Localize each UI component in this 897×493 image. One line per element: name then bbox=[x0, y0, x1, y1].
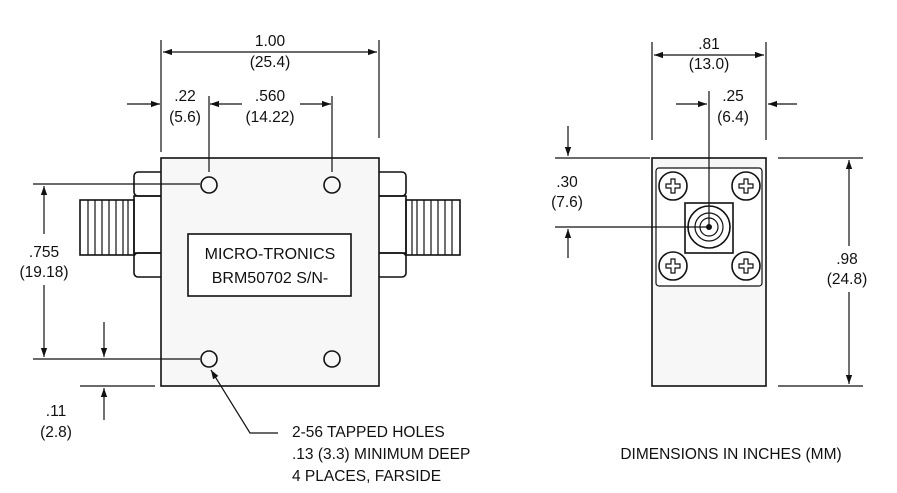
dim-side-width-mm: (13.0) bbox=[689, 56, 730, 73]
units-note: DIMENSIONS IN INCHES (MM) bbox=[620, 446, 841, 463]
hole-bottom-left bbox=[200, 350, 218, 368]
holes-note: 2-56 TAPPED HOLES .13 (3.3) MINIMUM DEEP… bbox=[292, 424, 470, 485]
dim-connector-height-in: .30 bbox=[556, 174, 578, 191]
dim-hole-edge-in: .22 bbox=[174, 88, 196, 105]
dim-hole-bottom-mm: (2.8) bbox=[40, 424, 72, 441]
dim-hole-edge-mm: (5.6) bbox=[169, 109, 201, 126]
screw-icon bbox=[731, 171, 761, 201]
right-connector bbox=[375, 171, 461, 278]
dim-hole-spacing-x-mm: (14.22) bbox=[245, 109, 294, 126]
side-view: .81 (13.0) .25 (6.4) .30 (7.6) .98 (24.8… bbox=[551, 36, 868, 387]
holes-note-line-2: .13 (3.3) MINIMUM DEEP bbox=[292, 446, 470, 463]
dim-width-in: 1.00 bbox=[255, 33, 286, 50]
dim-side-height-mm: (24.8) bbox=[827, 271, 868, 288]
holes-leader bbox=[210, 369, 278, 434]
label-line-2: BRM50702 S/N- bbox=[212, 270, 329, 287]
screw-icon bbox=[658, 251, 688, 281]
dim-hole-bottom-in: .11 bbox=[46, 403, 66, 420]
hole-top-left bbox=[200, 176, 218, 194]
holes-note-line-3: 4 PLACES, FARSIDE bbox=[292, 468, 441, 485]
dim-connector-height-mm: (7.6) bbox=[551, 194, 583, 211]
dim-side-width-in: .81 bbox=[698, 36, 720, 53]
hole-bottom-right bbox=[323, 350, 341, 368]
screw-icon bbox=[658, 171, 688, 201]
dim-width-mm: (25.4) bbox=[250, 54, 291, 71]
front-view: MICRO-TRONICS BRM50702 S/N- 1.00 (25.4) … bbox=[19, 33, 461, 441]
screw-icon bbox=[731, 251, 761, 281]
dim-hole-spacing-y-mm: (19.18) bbox=[19, 264, 68, 281]
label-plate bbox=[187, 233, 352, 297]
dim-hole-spacing-x-in: .560 bbox=[255, 88, 286, 105]
label-line-1: MICRO-TRONICS bbox=[205, 246, 336, 263]
left-connector bbox=[79, 171, 165, 278]
holes-note-line-1: 2-56 TAPPED HOLES bbox=[292, 424, 445, 441]
dim-hole-spacing-y-in: .755 bbox=[29, 244, 59, 261]
dim-side-height-in: .98 bbox=[836, 251, 858, 268]
dim-connector-offset-in: .25 bbox=[722, 88, 744, 105]
hole-top-right bbox=[323, 176, 341, 194]
dim-connector-offset-mm: (6.4) bbox=[717, 109, 749, 126]
